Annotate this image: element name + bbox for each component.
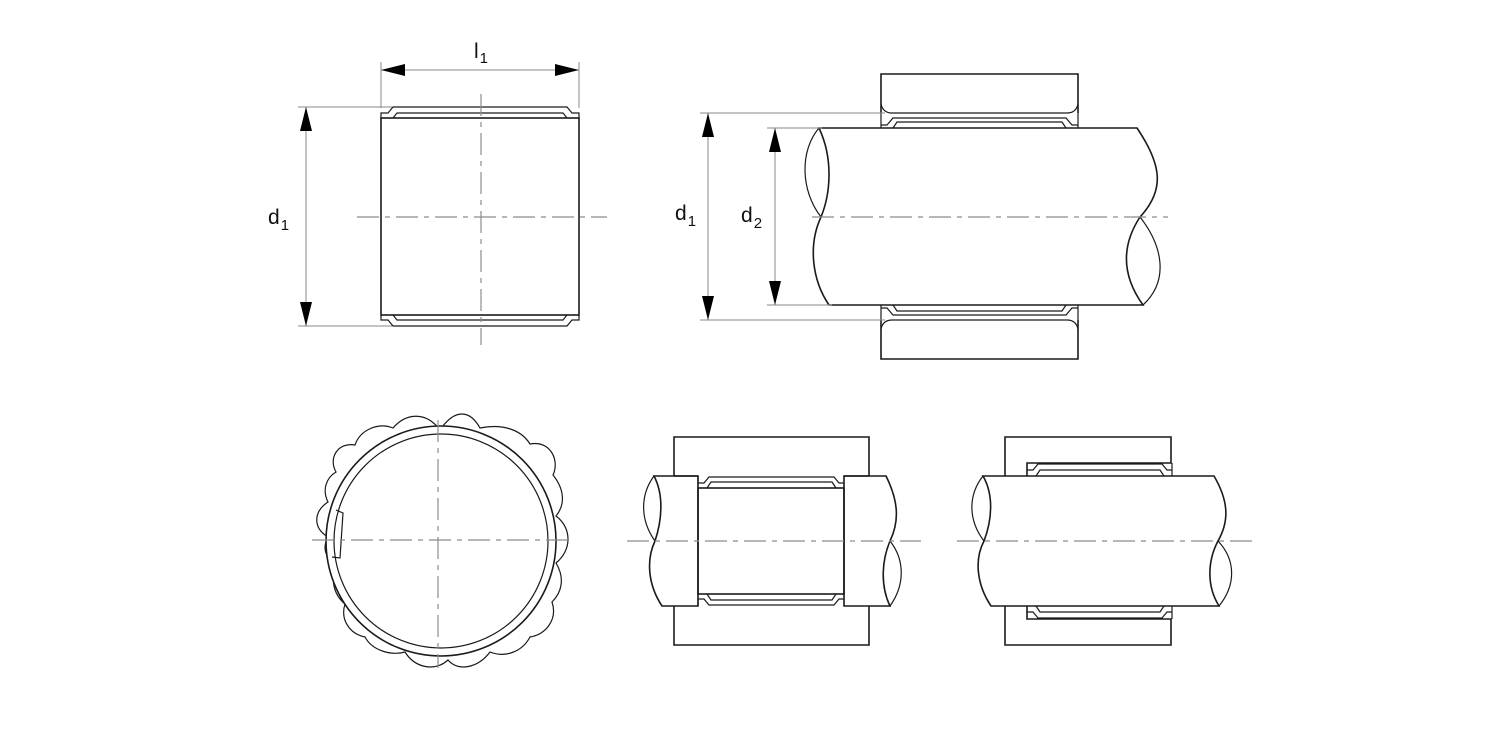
bushing-top-inner [892,121,1067,129]
arrowhead-icon [555,64,579,76]
housing-bottom-bore [880,319,1079,330]
arrowhead-icon [702,296,714,320]
bushing-bottom-outer [881,307,1078,316]
sleeve-top-outer [380,106,580,118]
sleeve-bottom-outer [380,315,580,327]
sleeve-bottom-inner [392,314,568,321]
bushing-bottom-inner [1035,605,1165,613]
housing-bottom [673,606,870,646]
sleeve-body [380,117,580,316]
view-sleeve-side: l1 d1 [268,40,607,345]
bushing-top-inner [1035,469,1165,477]
label-l1: l1 [474,40,488,67]
shaft-break-left [971,475,985,542]
bushing-inner-circle [333,433,549,649]
shaft-break-right [1217,540,1233,607]
bushing-top-inner [706,481,837,489]
arrowhead-icon [300,302,312,326]
shaft-break-right [1139,216,1161,306]
bushing-top-outer [881,117,1078,126]
arrowhead-icon [300,107,312,131]
housing-bottom [1004,606,1172,646]
view-mount-recessed [957,436,1252,646]
bushing-bottom-outer [697,598,844,606]
bushing-seam [331,509,344,559]
housing-top [673,436,870,476]
shaft-break-left [643,475,656,542]
arrowhead-icon [702,113,714,137]
view-end [312,413,570,668]
shaft-break-left [804,127,822,218]
view-shaft-housing: d1 d2 [675,73,1168,360]
housing-top-bore [880,103,1079,114]
arrowhead-icon [381,64,405,76]
bushing-outer-circle [325,425,557,657]
arrowhead-icon [769,128,781,152]
sleeve-top-inner [392,112,568,119]
housing-bottom [880,320,1079,360]
bushing-bottom-outer [1027,611,1172,619]
arrowhead-icon [769,281,781,305]
label-d2: d2 [741,204,762,232]
label-d1: d1 [268,206,289,234]
shaft-break-right [889,540,902,607]
bushing-top-outer [697,476,844,484]
end-view-wave-profile [316,413,569,668]
label-d1: d1 [675,202,696,230]
housing-top [1004,436,1172,476]
view-mount-center [627,436,921,646]
housing-top [880,73,1079,113]
bushing-top-outer [1027,463,1172,471]
bushing-bottom-inner [706,593,837,601]
bushing-bottom-inner [892,304,1067,312]
